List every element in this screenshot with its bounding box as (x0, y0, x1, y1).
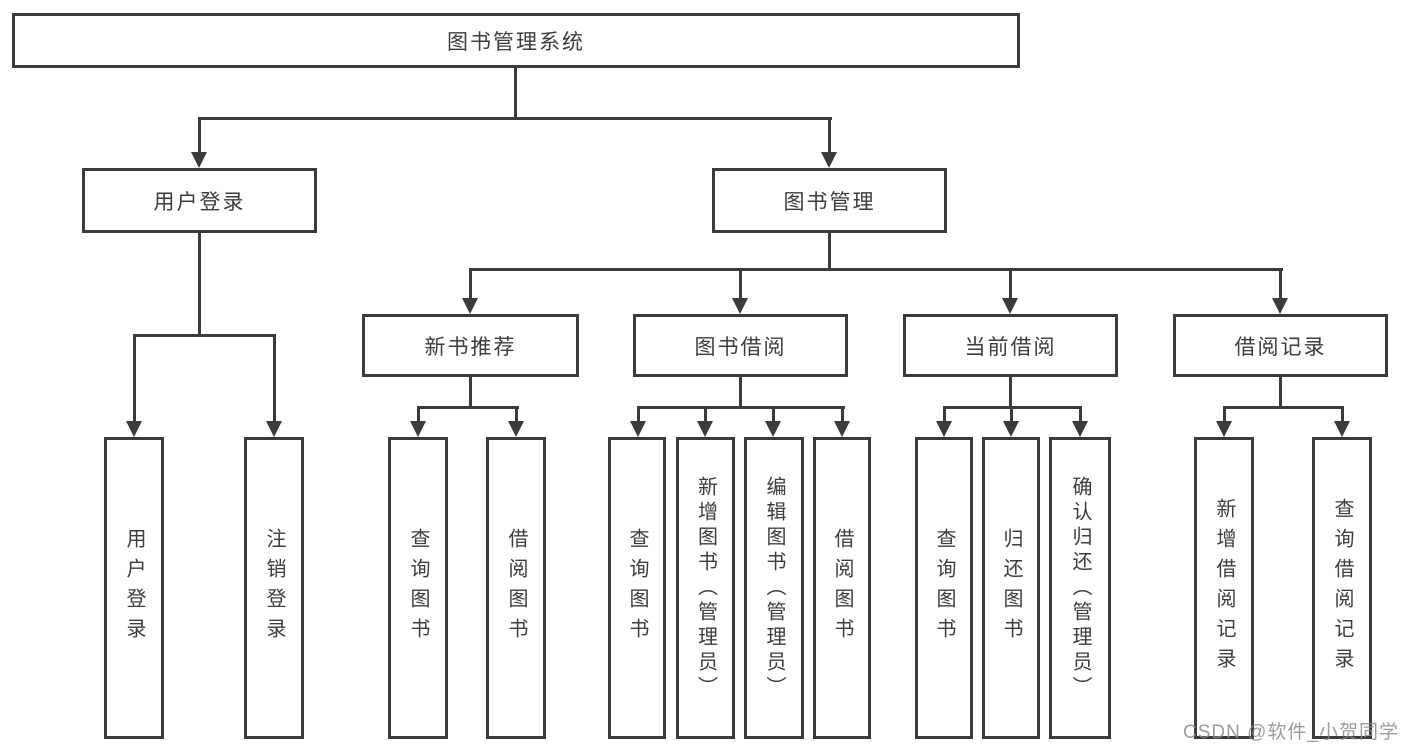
node-borrow-records: 借阅记录 (1173, 314, 1388, 377)
connector-stem (1279, 268, 1282, 300)
arrow-down-icon (936, 421, 952, 437)
node-label: 用户登录 (153, 190, 246, 214)
leaf-borrow-book-borrow: 借阅图书 (813, 437, 871, 739)
node-book-borrow: 图书借阅 (633, 314, 848, 377)
node-label: 新书推荐 (424, 335, 517, 359)
leaf-borrow-book-recommend: 借阅图书 (486, 437, 546, 739)
connector-bus (637, 406, 845, 409)
leaf-add-book-admin: 新增图书（管理员） (676, 437, 735, 739)
arrow-down-icon (462, 298, 478, 314)
leaf-query-book-current: 查询图书 (915, 437, 973, 739)
connector-stem (828, 117, 831, 154)
node-label: 查询图书 (933, 528, 955, 648)
arrow-down-icon (765, 421, 781, 437)
arrow-down-icon (1272, 298, 1288, 314)
node-label: 归还图书 (1000, 528, 1022, 648)
connector-stem (417, 406, 420, 423)
arrow-down-icon (834, 421, 850, 437)
leaf-query-book-recommend: 查询图书 (388, 437, 448, 739)
connector-bus (1223, 406, 1344, 409)
connector-stem (1279, 377, 1282, 408)
connector-stem (943, 406, 946, 423)
leaf-confirm-return-admin: 确认归还（管理员） (1049, 437, 1111, 739)
node-book-management: 图书管理 (712, 168, 947, 233)
leaf-logout: 注销登录 (244, 437, 304, 739)
connector-stem (198, 117, 201, 154)
leaf-query-borrow-record: 查询借阅记录 (1312, 437, 1372, 739)
connector-stem (772, 406, 775, 423)
connector-stem (1223, 406, 1226, 423)
node-label: 借阅图书 (831, 528, 853, 648)
arrow-down-icon (266, 421, 282, 437)
leaf-query-book-borrow: 查询图书 (608, 437, 666, 739)
arrow-down-icon (1334, 421, 1350, 437)
node-label: 新增借阅记录 (1213, 498, 1235, 678)
connector-stem (133, 334, 136, 422)
node-label: 查询借阅记录 (1331, 498, 1353, 678)
node-label: 编辑图书（管理员） (763, 475, 785, 701)
node-label: 借阅图书 (505, 528, 527, 648)
arrow-down-icon (1003, 421, 1019, 437)
connector-stem (704, 406, 707, 423)
connector-user-login-bus (133, 334, 276, 337)
node-root-library-system: 图书管理系统 (12, 13, 1020, 68)
connector-stem (1341, 406, 1344, 423)
node-current-borrow: 当前借阅 (903, 314, 1118, 377)
arrow-down-icon (191, 152, 207, 168)
node-label: 查询图书 (626, 528, 648, 648)
connector-stem (469, 268, 472, 300)
connector-level2-bus (198, 117, 832, 120)
arrow-down-icon (630, 421, 646, 437)
connector-stem (515, 406, 518, 423)
connector-stem (637, 406, 640, 423)
node-label: 当前借阅 (964, 335, 1057, 359)
node-label: 查询图书 (407, 528, 429, 648)
arrow-down-icon (821, 152, 837, 168)
connector-stem (198, 233, 201, 337)
connector-stem (739, 377, 742, 408)
csdn-watermark: CSDN @软件_小贺同学 (1183, 722, 1399, 743)
arrow-down-icon (1216, 421, 1232, 437)
leaf-return-book: 归还图书 (982, 437, 1040, 739)
connector-stem (1079, 406, 1082, 423)
node-label: 图书借阅 (694, 335, 787, 359)
arrow-down-icon (1072, 421, 1088, 437)
connector-stem (273, 334, 276, 422)
connector-level3-bus (469, 268, 1283, 271)
connector-stem (1009, 268, 1012, 300)
connector-stem (469, 377, 472, 408)
connector-stem (739, 268, 742, 300)
connector-stem (1009, 377, 1012, 408)
node-label: 注销登录 (263, 528, 285, 648)
node-label: 图书管理系统 (447, 30, 585, 54)
connector-stem (841, 406, 844, 423)
leaf-user-login: 用户登录 (104, 437, 164, 739)
connector-stem (1010, 406, 1013, 423)
node-label: 图书管理 (783, 190, 876, 214)
arrow-down-icon (732, 298, 748, 314)
connector-stem (828, 233, 831, 271)
arrow-down-icon (508, 421, 524, 437)
node-label: 借阅记录 (1234, 335, 1327, 359)
node-label: 确认归还（管理员） (1069, 475, 1091, 701)
connector-bus (417, 406, 519, 409)
connector-root-stem (514, 68, 517, 118)
node-label: 用户登录 (123, 528, 145, 648)
arrow-down-icon (410, 421, 426, 437)
leaf-edit-book-admin: 编辑图书（管理员） (744, 437, 804, 739)
arrow-down-icon (1002, 298, 1018, 314)
node-label: 新增图书（管理员） (694, 475, 717, 701)
node-user-login: 用户登录 (82, 168, 317, 233)
leaf-add-borrow-record: 新增借阅记录 (1194, 437, 1254, 739)
arrow-down-icon (126, 421, 142, 437)
arrow-down-icon (697, 421, 713, 437)
node-new-book-recommend: 新书推荐 (362, 314, 579, 377)
